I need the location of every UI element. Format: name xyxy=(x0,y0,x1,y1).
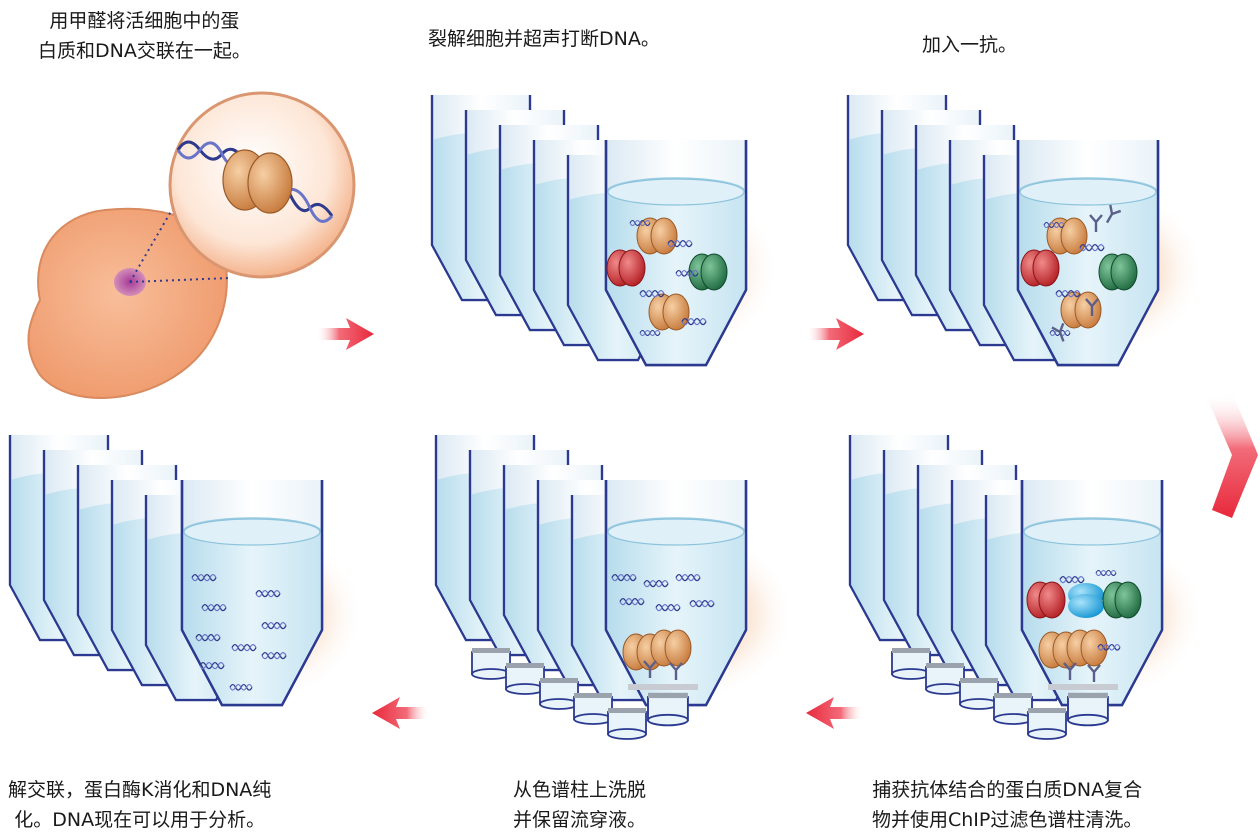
tube-rack-step4 xyxy=(848,433,1205,740)
step4-caption-line1: 捕获抗体结合的蛋白质DNA复合 xyxy=(872,779,1143,801)
step6-caption-line2: 化。DNA现在可以用于分析。 xyxy=(14,809,266,831)
step2-caption-line1: 裂解细胞并超声打断DNA。 xyxy=(428,28,660,50)
step6-caption: 解交联，蛋白酶K消化和DNA纯 化。DNA现在可以用于分析。 xyxy=(8,775,271,835)
arrow-step3-to-step4 xyxy=(1208,392,1258,518)
tube-rack-step3 xyxy=(846,93,1205,367)
step1-caption: 用甲醛将活细胞中的蛋 白质和DNA交联在一起。 xyxy=(38,6,251,66)
cell-illustration xyxy=(27,91,356,399)
tube-rack-step2 xyxy=(430,93,780,367)
step4-caption-line2: 物并使用ChIP过滤色谱柱清洗。 xyxy=(872,809,1143,831)
step1-caption-line2: 白质和DNA交联在一起。 xyxy=(38,40,251,62)
captured-complexes xyxy=(1026,569,1142,690)
step3-caption: 加入一抗。 xyxy=(922,30,1017,60)
arrow-step1-to-step2 xyxy=(316,318,374,350)
step3-caption-line1: 加入一抗。 xyxy=(922,34,1018,56)
step1-caption-line1: 用甲醛将活细胞中的蛋 xyxy=(49,10,240,32)
eluted-dna xyxy=(611,573,715,690)
arrow-step4-to-step5 xyxy=(806,697,864,729)
step5-caption-line1: 从色谱柱上洗脱 xyxy=(513,779,647,801)
step2-caption: 裂解细胞并超声打断DNA。 xyxy=(428,24,660,54)
step4-caption: 捕获抗体结合的蛋白质DNA复合 物并使用ChIP过滤色谱柱清洗。 xyxy=(872,775,1142,835)
step5-caption-line2: 并保留流穿液。 xyxy=(513,809,647,831)
step5-caption: 从色谱柱上洗脱 并保留流穿液。 xyxy=(513,775,646,835)
zoom-protein-right xyxy=(247,152,293,214)
tube-rack-step6 xyxy=(8,433,365,707)
tube-rack-step5 xyxy=(434,433,795,740)
arrow-step5-to-step6 xyxy=(372,697,430,729)
step6-caption-line1: 解交联，蛋白酶K消化和DNA纯 xyxy=(8,779,272,801)
arrow-step2-to-step3 xyxy=(806,318,864,350)
